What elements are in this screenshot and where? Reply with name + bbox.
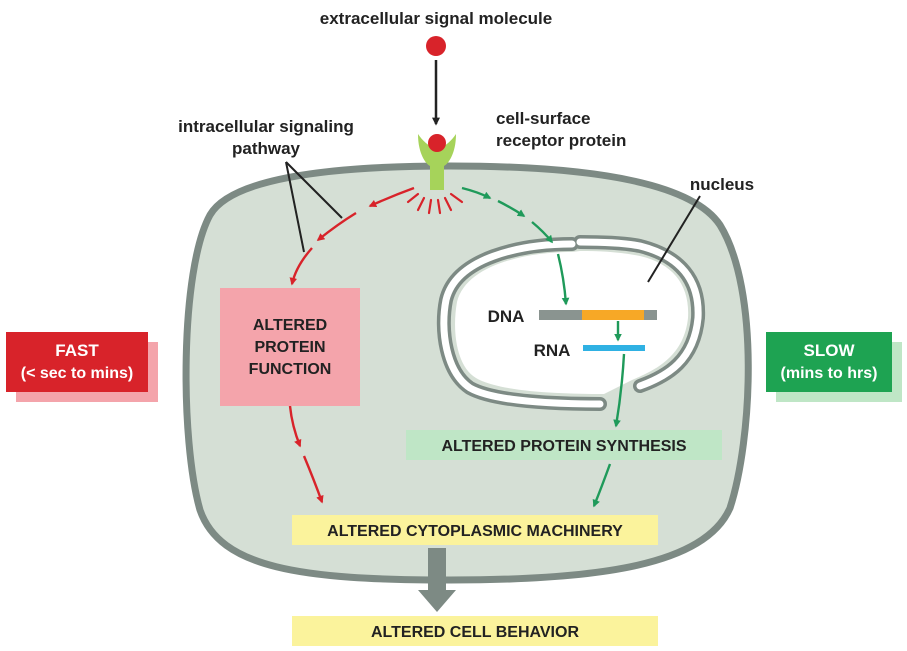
cell-behavior-box [292,616,658,646]
fast-subtitle: (< sec to mins) [21,365,133,382]
receptor-label-line2: receptor protein [496,131,626,150]
nucleus-label: nucleus [690,175,754,194]
pathway-label-line2: pathway [232,139,301,158]
rna-label: RNA [534,341,571,360]
protein-synthesis-text: ALTERED PROTEIN SYNTHESIS [441,438,686,455]
behavior-arrow [418,548,456,612]
slow-subtitle: (mins to hrs) [781,365,878,382]
dna-gene [582,310,644,320]
pathway-label-line1: intracellular signaling [178,117,354,136]
protein-function-line2: PROTEIN [254,339,325,356]
receptor-label-line1: cell-surface [496,109,591,128]
receptor-protein [418,134,456,190]
signal-molecule-label: extracellular signal molecule [320,9,552,28]
fast-pathway [288,186,415,504]
slow-box [766,332,892,392]
cytoplasmic-machinery-text: ALTERED CYTOPLASMIC MACHINERY [327,523,623,540]
cell-behavior-text: ALTERED CELL BEHAVIOR [371,624,579,641]
slow-title: SLOW [804,341,856,360]
cytoplasmic-machinery-box [292,515,658,545]
fast-box [6,332,148,392]
nucleus-interior [455,251,689,394]
dna-label: DNA [488,307,525,326]
protein-synthesis-box [406,430,722,460]
signal-molecule [426,36,446,56]
fast-title: FAST [55,341,99,360]
rna-strand [583,345,645,351]
protein-function-box [220,288,360,406]
leader-lines [285,161,701,283]
protein-function-line1: ALTERED [253,317,327,334]
activation-ticks [406,192,464,215]
protein-function-line3: FUNCTION [249,361,332,378]
slow-pathway [461,186,626,508]
